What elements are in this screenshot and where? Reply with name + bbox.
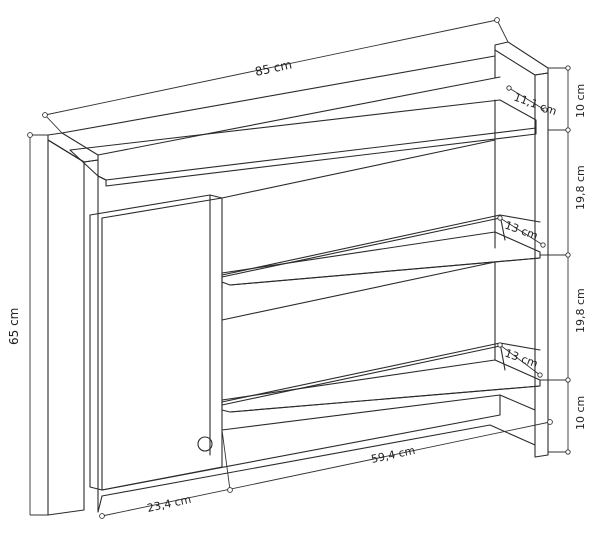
label-height-total: 65 cm [7, 308, 21, 345]
label-open-width: 59,4 cm [370, 444, 416, 466]
label-gap-top: 10 cm [574, 84, 587, 118]
door-knob [197, 436, 213, 452]
label-shelf-depth-mid: 13 cm [503, 219, 540, 243]
dimension-lines [27, 17, 571, 519]
label-gap-third: 19,8 cm [574, 288, 587, 333]
label-gap-bottom: 10 cm [574, 396, 587, 430]
label-door-width: 23,4 cm [146, 493, 192, 515]
cabinet-outline [47, 41, 549, 516]
label-shelf-depth-low: 13 cm [503, 347, 540, 371]
label-width-total: 85 cm [254, 57, 293, 78]
label-gap-second: 19,8 cm [574, 165, 587, 210]
